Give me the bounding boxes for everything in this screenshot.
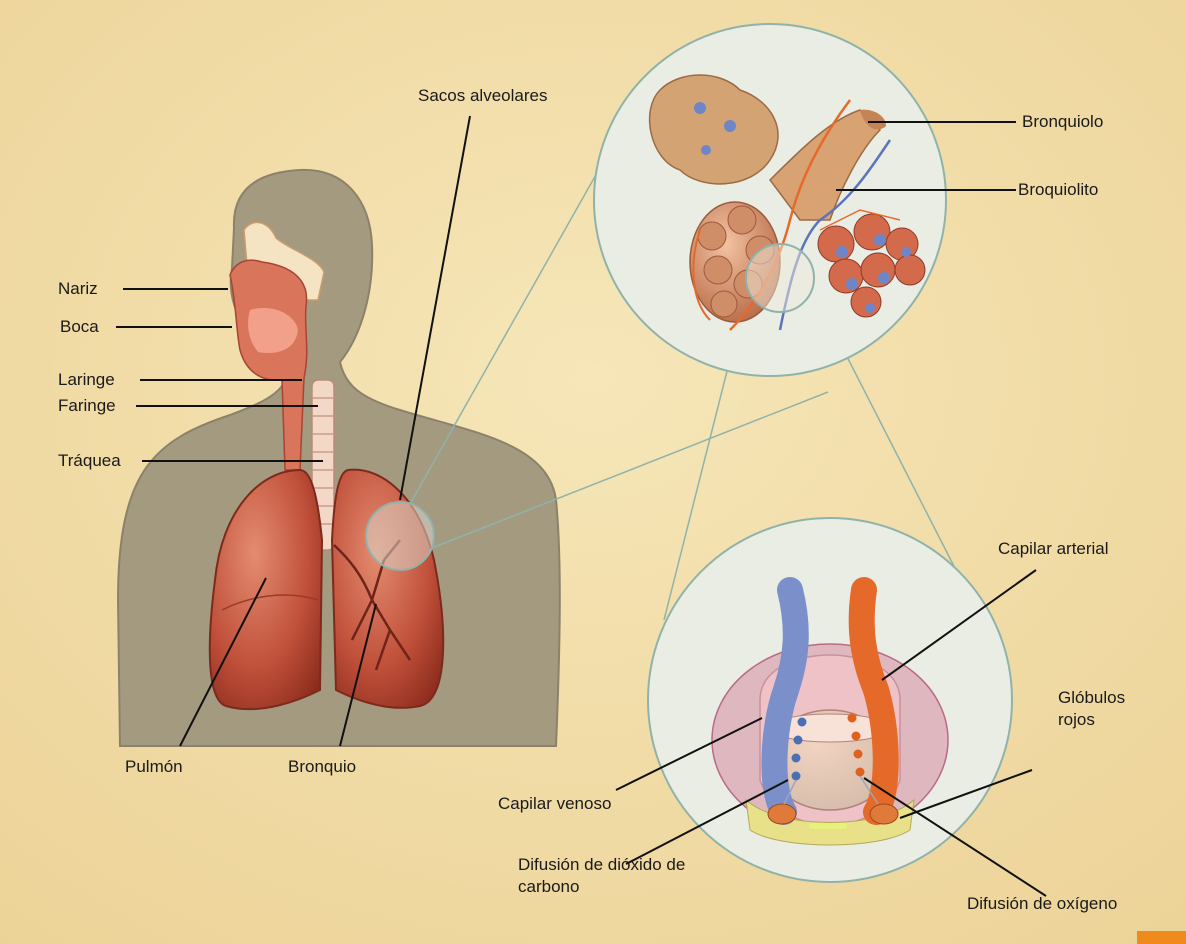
label-traquea: Tráquea (58, 451, 121, 471)
label-sacos-alveolares: Sacos alveolares (418, 86, 547, 106)
label-globulos-rojos: Glóbulos rojos (1058, 687, 1138, 731)
label-broquiolito: Broquiolito (1018, 180, 1098, 200)
label-capilar-venoso: Capilar venoso (498, 794, 611, 814)
alveoli-zoom-circle (594, 24, 946, 376)
label-faringe: Faringe (58, 396, 116, 416)
lung-zoom-circle (366, 502, 434, 570)
label-bronquiolo: Bronquiolo (1022, 112, 1103, 132)
label-difusion-o2: Difusión de oxígeno (967, 894, 1117, 914)
page-corner-tab (1137, 931, 1186, 944)
label-pulmon: Pulmón (125, 757, 183, 777)
label-laringe: Laringe (58, 370, 115, 390)
label-bronquio: Bronquio (288, 757, 356, 777)
label-difusion-co2: Difusión de dióxido de carbono (518, 854, 688, 898)
label-capilar-arterial: Capilar arterial (998, 539, 1109, 559)
label-nariz: Nariz (58, 279, 98, 299)
label-boca: Boca (60, 317, 99, 337)
